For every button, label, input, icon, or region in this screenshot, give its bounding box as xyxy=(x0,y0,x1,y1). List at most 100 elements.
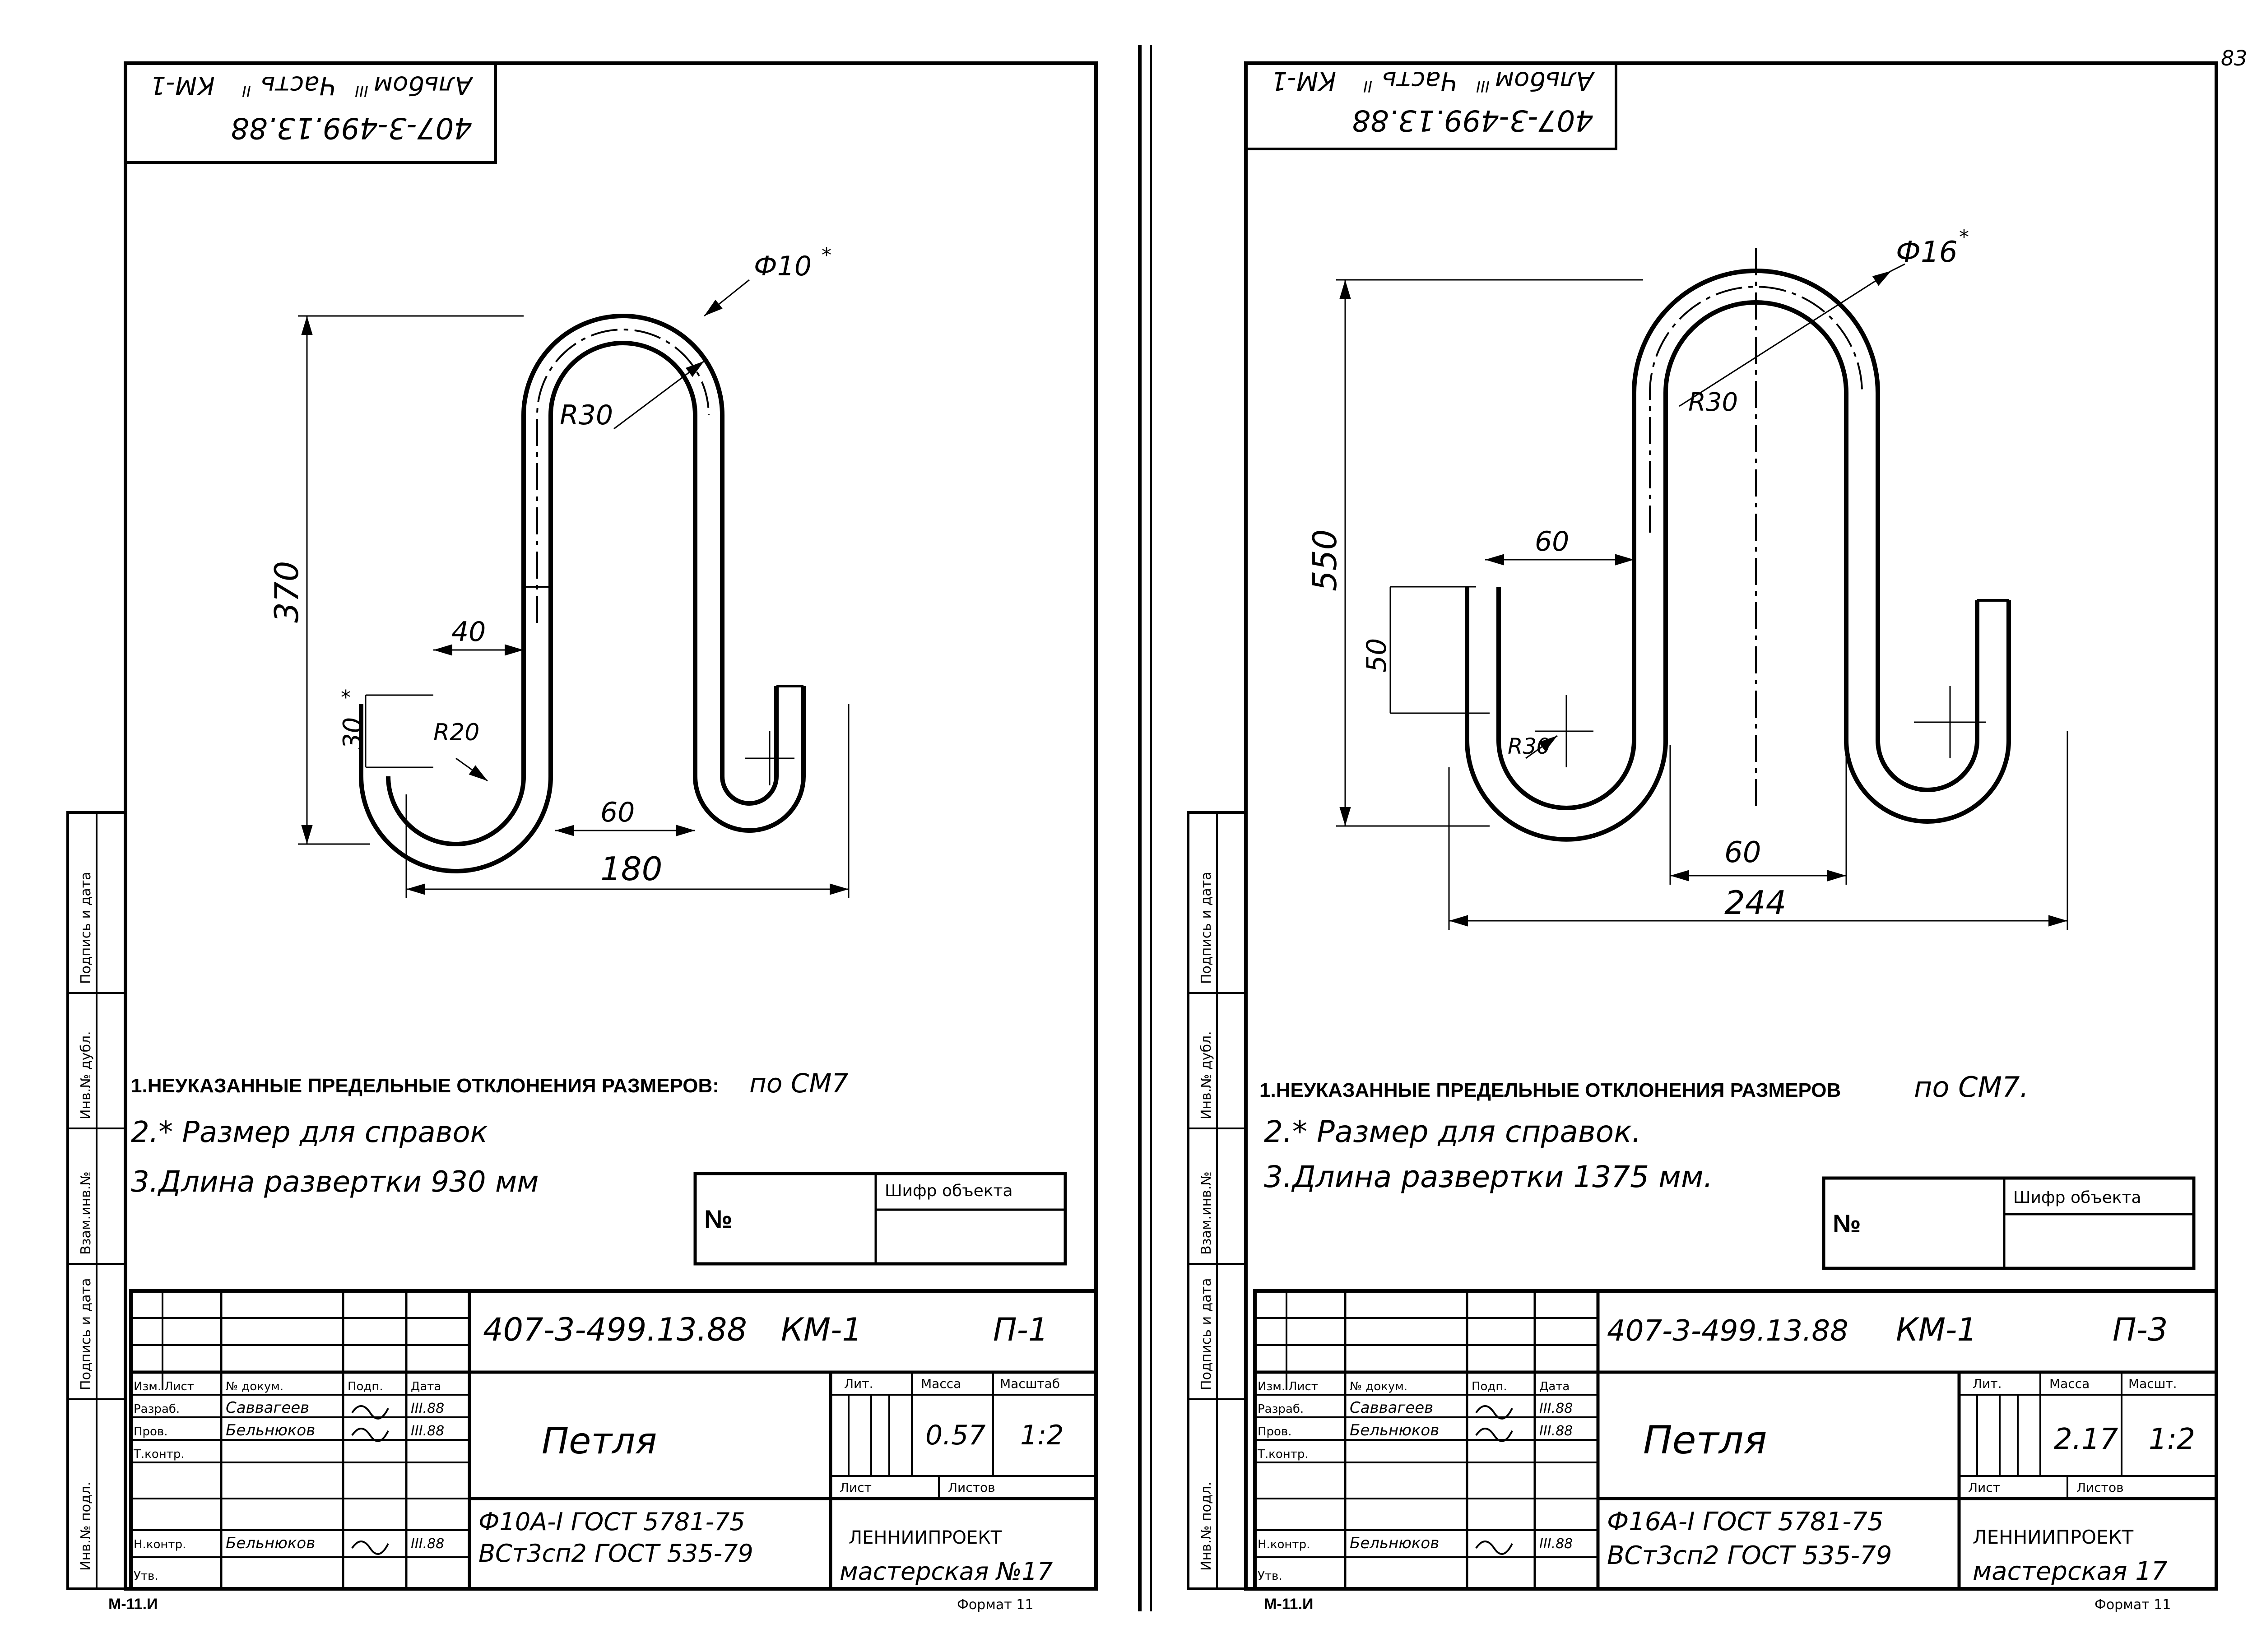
object-box xyxy=(1822,1176,2196,1270)
stamp-box xyxy=(1245,62,1617,150)
tb-scale-label: Масштаб xyxy=(1000,1376,1060,1391)
note-1: 1.НЕУКАЗАННЫЕ ПРЕДЕЛЬНЫЕ ОТКЛОНЕНИЯ РАЗМ… xyxy=(1259,1079,1841,1101)
dim-hook-width: 60 xyxy=(1535,526,1569,557)
tb-row-prov: Пров. xyxy=(1258,1425,1292,1439)
dim-gap: 60 xyxy=(1724,836,1761,869)
dim-hook-width: 40 xyxy=(451,616,486,648)
tb-form: М-11.И xyxy=(1264,1596,1313,1613)
tb-col-doc: № докум. xyxy=(226,1380,283,1393)
tb-row-nkontr: Н.контр. xyxy=(134,1538,186,1551)
dim-pin-diameter-mark: * xyxy=(822,244,831,267)
note-1: 1.НЕУКАЗАННЫЕ ПРЕДЕЛЬНЫЕ ОТКЛОНЕНИЯ РАЗМ… xyxy=(131,1075,719,1097)
dim-top-radius: R30 xyxy=(1688,388,1738,417)
side-strip-label-5: Подпись и дата xyxy=(1198,872,1214,984)
tb-org-1: ЛЕННИИПРОЕКТ xyxy=(849,1527,1002,1548)
tb-col-list: Лист xyxy=(1288,1380,1318,1393)
object-box-no: № xyxy=(704,1205,732,1233)
tb-row-razrab: Разраб. xyxy=(1258,1402,1304,1416)
dim-pin-diameter-mark: * xyxy=(1959,226,1969,249)
side-strip-label-3: Взам.инв.№ xyxy=(78,1171,94,1255)
tb-mark: КМ-1 xyxy=(781,1311,862,1348)
tb-row-tkontr: Т.контр. xyxy=(1257,1448,1309,1461)
note-3: 3.Длина развертки 930 мм xyxy=(131,1165,539,1199)
signature-razrab xyxy=(351,1405,389,1420)
dim-height: 370 xyxy=(268,561,306,623)
tb-lists-label: Листов xyxy=(2076,1480,2124,1495)
dim-top-radius: R30 xyxy=(560,399,613,431)
tb-lit-label: Лит. xyxy=(1973,1376,2002,1391)
side-strip-label-5: Подпись и дата xyxy=(78,872,94,984)
stamp-part: Часть xyxy=(260,70,337,100)
tb-razrab-date: III.88 xyxy=(1539,1401,1573,1416)
tb-list-label: Лист xyxy=(840,1480,872,1495)
tb-org-1: ЛЕННИИПРОЕКТ xyxy=(1973,1526,2133,1548)
tb-code: 407-3-499.13.88 xyxy=(1607,1314,1848,1348)
dim-pin-diameter: Ф10 xyxy=(754,251,812,282)
stamp-mark: КМ-1 xyxy=(150,70,215,100)
tb-prov-date: III.88 xyxy=(411,1423,444,1439)
note-1-tail: по СМ7 xyxy=(749,1068,848,1099)
tb-scale: 1:2 xyxy=(2149,1423,2195,1456)
tb-nkontr-name: Бельнюков xyxy=(1350,1534,1439,1552)
tb-nkontr-date: III.88 xyxy=(411,1536,444,1552)
tb-mass: 2.17 xyxy=(2054,1423,2118,1456)
tb-mass: 0.57 xyxy=(925,1420,986,1451)
dim-height: 550 xyxy=(1306,529,1344,591)
stamp-album: Альбом xyxy=(374,70,474,100)
tb-sheet-id: П-1 xyxy=(993,1311,1048,1348)
tb-row-utv: Утв. xyxy=(1258,1569,1282,1583)
tb-sheet-id: П-3 xyxy=(2113,1311,2168,1348)
tb-org-2: мастерская 17 xyxy=(1973,1557,2168,1586)
stamp-box xyxy=(124,62,497,164)
dim-hook-height: 30 xyxy=(338,717,367,749)
tb-lists-label: Листов xyxy=(948,1480,995,1495)
object-box-label: Шифр объекта xyxy=(885,1182,1013,1200)
signature-nkontr xyxy=(351,1541,389,1555)
side-strip-label-2: Подпись и дата xyxy=(1198,1278,1214,1391)
page-number: 83 xyxy=(2221,46,2248,70)
tb-material-1: Ф10А-I ГОСТ 5781-75 xyxy=(478,1508,745,1536)
tb-material-1: Ф16А-I ГОСТ 5781-75 xyxy=(1607,1507,1884,1536)
tb-scale: 1:2 xyxy=(1020,1420,1064,1451)
side-strip-label-2: Подпись и дата xyxy=(78,1278,94,1391)
signature-prov xyxy=(351,1428,389,1442)
tb-nkontr-name: Бельнюков xyxy=(226,1534,315,1552)
tb-row-tkontr: Т.контр. xyxy=(133,1448,185,1461)
note-1-tail: по СМ7. xyxy=(1914,1071,2029,1104)
tb-razrab-name: Саввагеев xyxy=(1350,1399,1433,1417)
tb-col-izm: Изм. xyxy=(134,1380,161,1393)
loop-drawing xyxy=(298,279,850,898)
tb-col-list: Лист xyxy=(164,1380,194,1393)
tb-material-2: ВСт3сп2 ГОСТ 535-79 xyxy=(478,1539,753,1568)
tb-row-prov: Пров. xyxy=(134,1425,168,1439)
tb-format: Формат 11 xyxy=(957,1597,1033,1613)
tb-row-nkontr: Н.контр. xyxy=(1258,1538,1310,1551)
tb-row-razrab: Разраб. xyxy=(134,1402,180,1416)
tb-scale-label: Масшт. xyxy=(2128,1376,2177,1391)
sheet-left: Инв.№ подл. Подпись и дата Взам.инв.№ Ин… xyxy=(66,61,1098,1613)
side-strip-label-1: Инв.№ подл. xyxy=(78,1482,94,1571)
tb-col-date: Дата xyxy=(1539,1380,1570,1393)
tb-lit-label: Лит. xyxy=(844,1376,873,1391)
note-3: 3.Длина развертки 1375 мм. xyxy=(1264,1160,1713,1194)
tb-list-label: Лист xyxy=(1968,1480,2000,1495)
loop-drawing xyxy=(1336,248,2068,930)
side-strip-label-1: Инв.№ подл. xyxy=(1198,1482,1214,1571)
object-box-label: Шифр объекта xyxy=(2013,1188,2141,1207)
dim-overall: 180 xyxy=(600,850,662,888)
note-2: 2.* Размер для справок. xyxy=(1264,1114,1641,1149)
tb-code: 407-3-499.13.88 xyxy=(483,1311,747,1348)
title-block xyxy=(129,1289,1098,1591)
tb-name: Петля xyxy=(542,1420,657,1462)
signature-prov xyxy=(1475,1428,1513,1442)
dim-pin-diameter: Ф16 xyxy=(1896,236,1958,269)
signature-nkontr xyxy=(1475,1541,1513,1555)
tb-form: М-11.И xyxy=(108,1596,158,1613)
tb-col-sign: Подп. xyxy=(1472,1380,1507,1393)
dim-overall: 244 xyxy=(1724,884,1786,922)
side-strip-label-3: Взам.инв.№ xyxy=(1198,1171,1214,1255)
dim-hook-height-mark: * xyxy=(341,686,351,709)
tb-col-sign: Подп. xyxy=(348,1380,383,1393)
sheet-right: Инв.№ подл. Подпись и дата Взам.инв.№ Ин… xyxy=(1187,61,2218,1613)
